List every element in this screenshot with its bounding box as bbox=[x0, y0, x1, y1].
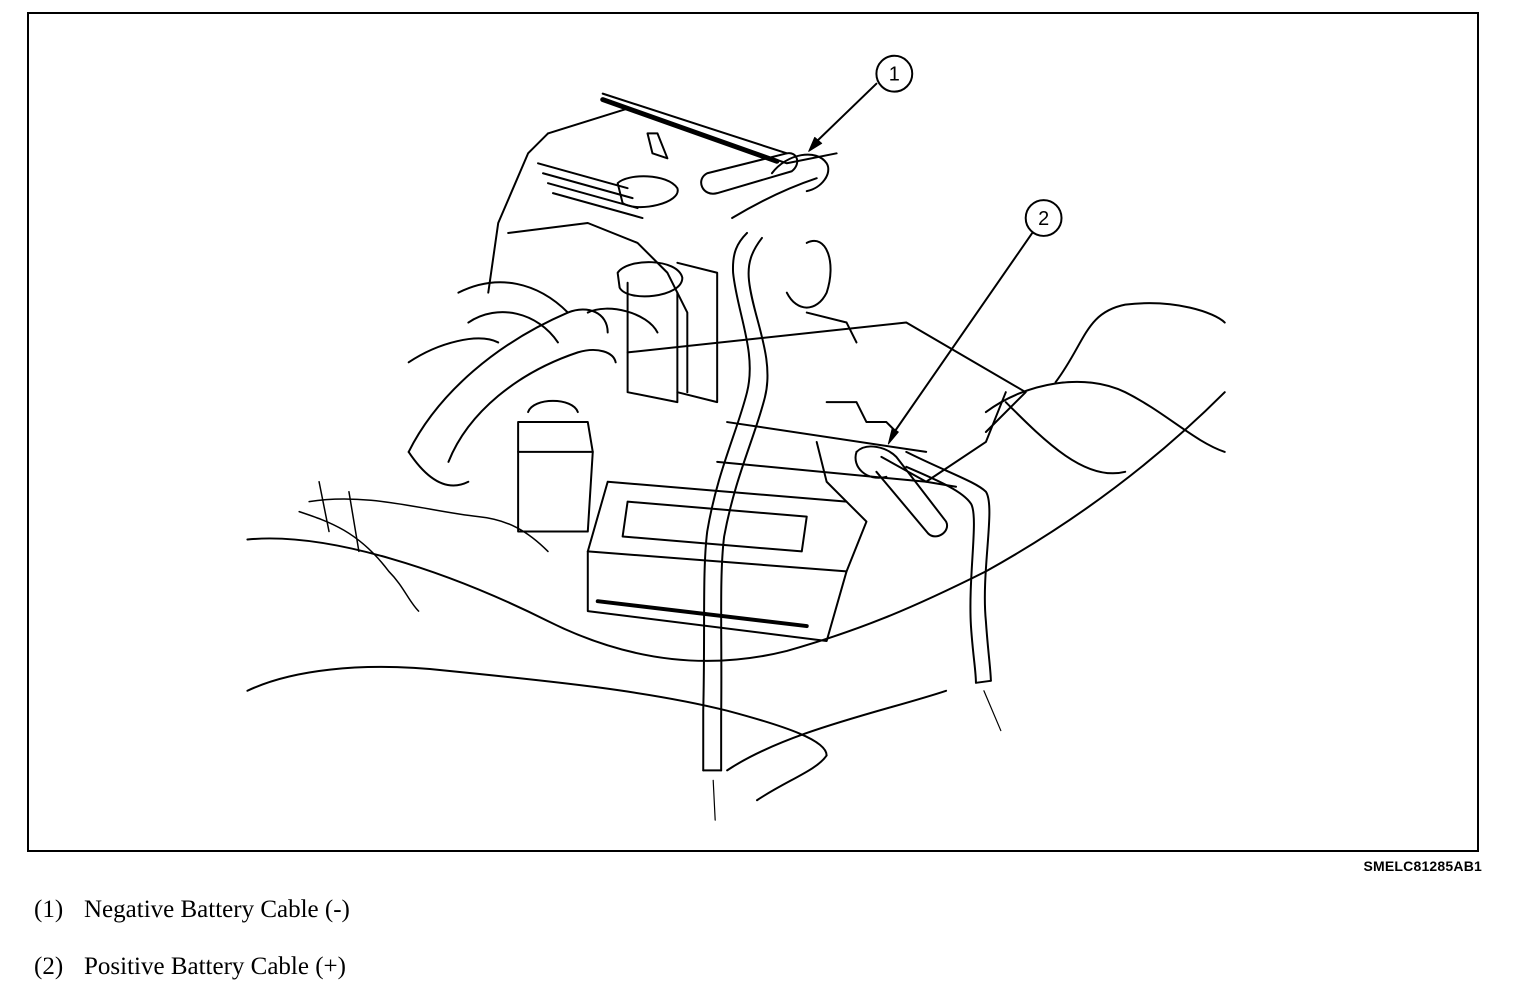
engine bbox=[407, 92, 858, 404]
line-drawing: 1 2 bbox=[246, 54, 1226, 821]
negative-cable-clamp bbox=[700, 152, 830, 220]
positive-terminal-bracket bbox=[815, 401, 898, 503]
battery bbox=[586, 391, 1007, 642]
engine-compartment-illustration: 1 2 bbox=[27, 12, 1479, 852]
callout-1-number: 1 bbox=[889, 64, 900, 86]
legend-label: Positive Battery Cable (+) bbox=[84, 953, 346, 980]
callout-2-number: 2 bbox=[1038, 208, 1049, 230]
legend-item-negative-cable: (1) Negative Battery Cable (-) bbox=[34, 896, 350, 924]
positive-cable-clamp bbox=[854, 445, 958, 538]
callout-2: 2 bbox=[887, 199, 1063, 445]
figure-code: SMELC81285AB1 bbox=[1363, 858, 1482, 874]
fender-outline bbox=[246, 302, 1226, 802]
legend-number: (2) bbox=[34, 953, 64, 980]
intake-hose bbox=[407, 308, 617, 487]
legend-label: Negative Battery Cable (-) bbox=[84, 896, 350, 923]
positive-battery-cable bbox=[905, 450, 1002, 732]
callout-1: 1 bbox=[808, 54, 914, 152]
reservoir bbox=[517, 400, 594, 533]
legend-item-positive-cable: (2) Positive Battery Cable (+) bbox=[34, 953, 346, 981]
negative-battery-cable bbox=[702, 231, 769, 821]
wiring-harness bbox=[298, 481, 549, 612]
legend-number: (1) bbox=[34, 896, 64, 923]
